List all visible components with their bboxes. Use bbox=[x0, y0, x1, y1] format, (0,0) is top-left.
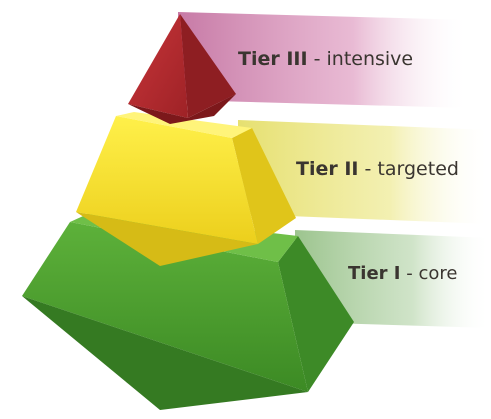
tier-1-description: core bbox=[418, 263, 457, 284]
tier-2-description: targeted bbox=[377, 158, 459, 180]
tier-2-label: Tier II - targeted bbox=[296, 160, 459, 179]
tier-1-label: Tier I - core bbox=[348, 265, 457, 283]
tier-1-name: Tier I bbox=[348, 263, 401, 284]
tier-1-separator: - bbox=[401, 263, 419, 284]
tier-3-separator: - bbox=[308, 48, 327, 70]
tier-3-label: Tier III - intensive bbox=[238, 50, 413, 69]
tier-2-name: Tier II bbox=[296, 158, 358, 180]
tier-3-front bbox=[128, 14, 188, 118]
tier-3-description: intensive bbox=[327, 48, 414, 70]
tier-3-name: Tier III bbox=[238, 48, 308, 70]
tier-2-separator: - bbox=[358, 158, 377, 180]
